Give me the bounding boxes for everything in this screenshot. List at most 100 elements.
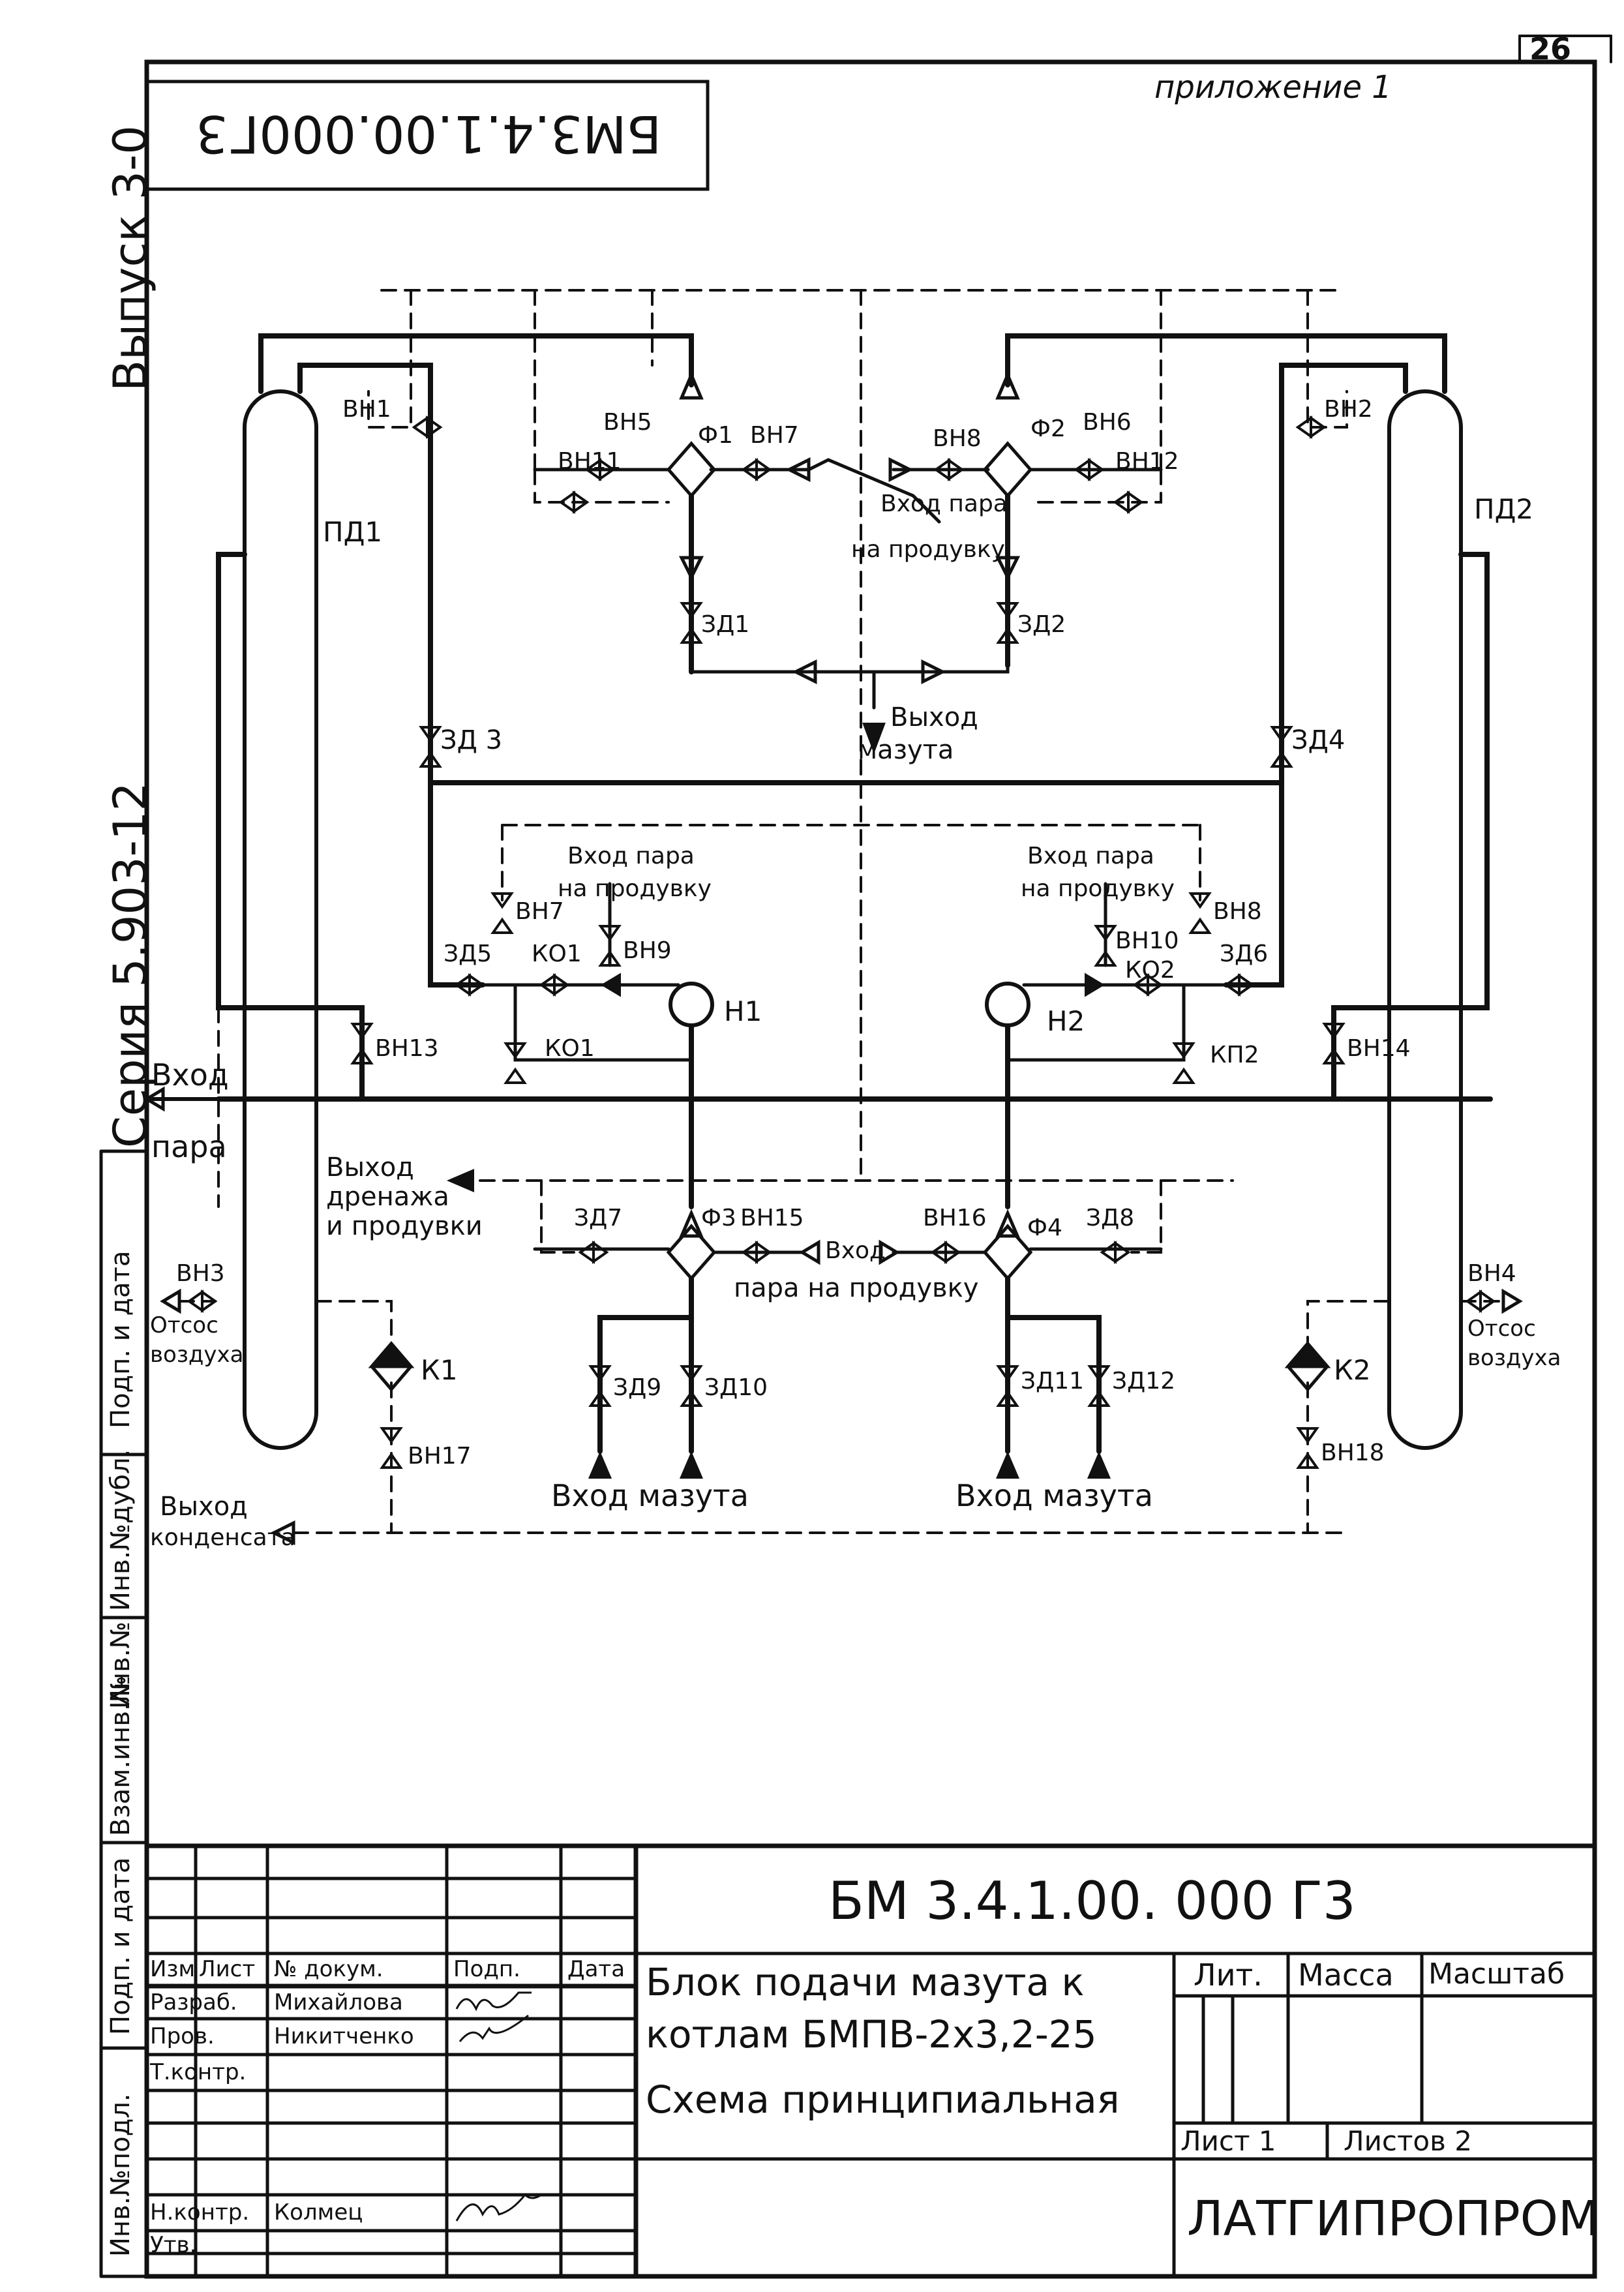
code-box [145, 80, 710, 191]
flow-fuel-in-left: Вход мазута [551, 1478, 749, 1513]
title-masshtab: Масштаб [1428, 1957, 1565, 1991]
title-block [144, 1843, 1597, 2279]
row-nkontr-name: Колмец [274, 2199, 363, 2225]
vessel-pd1 [243, 389, 318, 1450]
hdr-podp: Подп. [453, 1956, 520, 1982]
label-zd3: ЗД 3 [440, 725, 503, 755]
label-zd5: ЗД5 [444, 941, 492, 967]
flow-steam-blow-right-2: на продувку [1021, 875, 1175, 902]
pump-n2 [985, 982, 1030, 1027]
filter-f3 [666, 1224, 717, 1281]
flow-air-right-1: Отсос [1467, 1316, 1536, 1342]
title-list: Лист 1 [1180, 2125, 1276, 2157]
label-vn3: ВН3 [176, 1260, 225, 1287]
hdr-data: Дата [567, 1956, 625, 1982]
label-vn15: ВН15 [740, 1205, 804, 1231]
label-zd8: ЗД8 [1086, 1205, 1135, 1231]
label-vn4: ВН4 [1467, 1260, 1516, 1287]
flow-steam-blow-top-1: Вход пара [880, 490, 1008, 517]
title-massa: Масса [1298, 1957, 1394, 1993]
appendix-label: приложение 1 [1154, 69, 1392, 106]
label-kp2: КП2 [1210, 1042, 1259, 1068]
row-razrab-name: Михайлова [274, 1989, 403, 2015]
label-pd2: ПД2 [1474, 493, 1534, 525]
label-n1: Н1 [724, 995, 762, 1027]
label-f3: Ф3 [701, 1205, 736, 1231]
filter-f2 [982, 441, 1033, 498]
row-prov: Пров. [150, 2023, 215, 2049]
flow-fuel-out-2: мазута [858, 735, 954, 765]
label-vn13: ВН13 [375, 1035, 439, 1062]
title-name-2: котлам БМПВ-2х3,2-25 [646, 2012, 1097, 2057]
label-k1: К1 [421, 1354, 458, 1386]
label-zd2: ЗД2 [1017, 611, 1066, 638]
title-lit: Лит. [1194, 1957, 1263, 1993]
steam-trap-k1 [368, 1341, 415, 1392]
hdr-izm: Изм [150, 1956, 196, 1982]
flow-steam-blow-right-1: Вход пара [1027, 843, 1154, 869]
label-zd11: ЗД11 [1021, 1368, 1085, 1395]
flow-condensate-out-2: конденсата [150, 1524, 295, 1551]
label-vn5: ВН5 [603, 409, 652, 436]
title-listov: Листов 2 [1344, 2125, 1472, 2157]
hdr-list: Лист [199, 1956, 256, 1982]
flow-air-right-2: воздуха [1467, 1345, 1561, 1371]
label-pd1: ПД1 [323, 516, 383, 548]
label-vn17: ВН17 [408, 1443, 472, 1470]
page-number: 26 [1529, 31, 1572, 67]
label-vn16: ВН16 [923, 1205, 987, 1231]
flow-steam-blow-bottom-2: пара на продувку [734, 1273, 979, 1303]
hdr-doc: № докум. [274, 1956, 383, 1982]
flow-drain-out-3: и продувки [326, 1211, 483, 1241]
label-ko1: КО1 [532, 941, 582, 967]
flow-fuel-out-1: Выход [890, 702, 978, 732]
label-zd12: ЗД12 [1112, 1368, 1176, 1395]
label-vn8b: ВН8 [1213, 898, 1262, 925]
label-zd1: ЗД1 [701, 611, 750, 638]
label-vn2: ВН2 [1324, 396, 1373, 423]
title-code: БМ 3.4.1.00. 000 Г3 [828, 1871, 1356, 1931]
valves [187, 415, 1496, 1469]
row-tkontr: Т.контр. [150, 2059, 247, 2085]
label-zd7: ЗД7 [574, 1205, 623, 1231]
flow-steam-blow-top-2: на продувку [851, 536, 1005, 563]
label-vn12: ВН12 [1115, 448, 1179, 475]
flow-air-left-1: Отсос [150, 1312, 218, 1338]
label-vn10: ВН10 [1115, 927, 1179, 954]
label-vn7b: ВН7 [515, 898, 564, 925]
flow-drain-out-1: Выход [326, 1153, 414, 1183]
label-f4: Ф4 [1027, 1214, 1062, 1241]
label-vn6: ВН6 [1083, 409, 1132, 436]
flow-fuel-in-right: Вход мазута [955, 1478, 1153, 1513]
steam-trap-k2 [1284, 1341, 1331, 1392]
flow-condensate-out-1: Выход [160, 1492, 248, 1522]
label-ko2: КО2 [1125, 957, 1175, 984]
vessel-pd2 [1387, 389, 1463, 1450]
label-n2: Н2 [1047, 1005, 1085, 1037]
title-name-3: Схема принципиальная [646, 2077, 1120, 2122]
label-vn8a: ВН8 [933, 425, 982, 452]
label-vn14: ВН14 [1347, 1035, 1411, 1062]
row-utv: Утв. [150, 2232, 197, 2258]
label-vn7a: ВН7 [750, 422, 799, 449]
pump-n1 [669, 982, 714, 1027]
label-f1: Ф1 [698, 422, 733, 449]
label-k2: К2 [1334, 1354, 1371, 1386]
flow-drain-out-2: дренажа [326, 1182, 449, 1212]
title-org: ЛАТГИПРОПРОМ [1187, 2191, 1600, 2247]
label-zd10: ЗД10 [704, 1374, 768, 1401]
label-vn9: ВН9 [623, 937, 672, 964]
label-vn18: ВН18 [1321, 1440, 1385, 1466]
flow-air-left-2: воздуха [150, 1342, 244, 1368]
label-zd4: ЗД4 [1291, 725, 1346, 755]
flow-steam-in-1: Вход [151, 1057, 229, 1093]
title-name-1: Блок подачи мазута к [646, 1960, 1085, 2004]
flow-steam-blow-bottom-1: Вход [825, 1237, 886, 1264]
filter-f4 [982, 1224, 1033, 1281]
label-zd9: ЗД9 [613, 1374, 662, 1401]
row-razrab: Разраб. [150, 1989, 237, 2015]
filter-f1 [666, 441, 717, 498]
label-vn1: ВН1 [342, 396, 391, 423]
